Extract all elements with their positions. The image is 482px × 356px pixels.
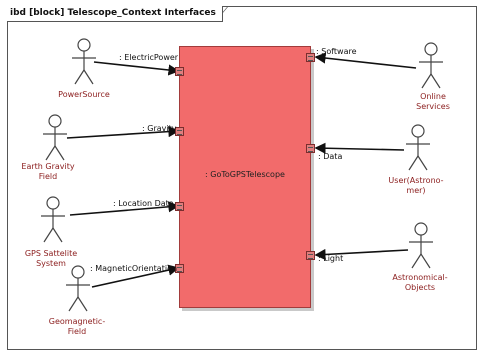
port-software[interactable] xyxy=(306,53,315,62)
connector-data-line[interactable] xyxy=(314,142,405,154)
connector-location-line[interactable] xyxy=(69,201,180,216)
port-gravity[interactable] xyxy=(175,127,184,136)
connector-label-location: : Location Data xyxy=(113,199,174,208)
connector-label-software: : Software xyxy=(316,47,357,56)
port-electric[interactable] xyxy=(175,67,184,76)
port-data[interactable] xyxy=(306,144,315,153)
connector-label-data: : Data xyxy=(318,152,343,161)
actor-label-online: Online Services xyxy=(416,92,450,111)
connector-magnetic-line[interactable] xyxy=(91,264,180,288)
actor-label-power: PowerSource xyxy=(58,90,110,99)
port-light[interactable] xyxy=(306,251,315,260)
actor-astro-icon[interactable] xyxy=(409,222,433,269)
actor-gps-icon[interactable] xyxy=(41,196,65,243)
actor-label-geo: Geomagnetic- Field xyxy=(48,317,106,336)
connector-gravity-line[interactable] xyxy=(66,126,180,139)
frame-title: ibd [block] Telescope_Context Interfaces xyxy=(7,6,223,22)
port-magnetic[interactable] xyxy=(175,264,184,273)
actor-label-gravity: Earth Gravity Field xyxy=(21,162,75,181)
actor-label-gps: GPS Sattelite System xyxy=(24,249,78,268)
connector-label-gravity: : Gravity xyxy=(142,124,177,133)
actor-geo-icon[interactable] xyxy=(66,265,90,312)
connector-electric-line[interactable] xyxy=(93,61,180,76)
gotogpstelescope-block[interactable]: : GoToGPSTelescope xyxy=(179,46,311,308)
port-location[interactable] xyxy=(175,202,184,211)
connector-label-light: : Light xyxy=(318,254,344,263)
actor-user-icon[interactable] xyxy=(406,124,430,171)
actor-power-icon[interactable] xyxy=(72,38,96,85)
actor-gravity-icon[interactable] xyxy=(43,114,67,161)
connector-label-magnetic: : MagneticOrientation xyxy=(90,264,178,273)
actor-label-astro: Astronomical- Objects xyxy=(392,273,448,292)
connector-light-line[interactable] xyxy=(314,248,409,261)
connector-label-electric: : ElectricPower xyxy=(119,53,179,62)
block-name: : GoToGPSTelescope xyxy=(205,170,285,179)
connector-software-line[interactable] xyxy=(314,52,417,69)
actor-online-icon[interactable] xyxy=(419,42,443,89)
actor-label-user: User(Astrono- mer) xyxy=(388,176,444,195)
